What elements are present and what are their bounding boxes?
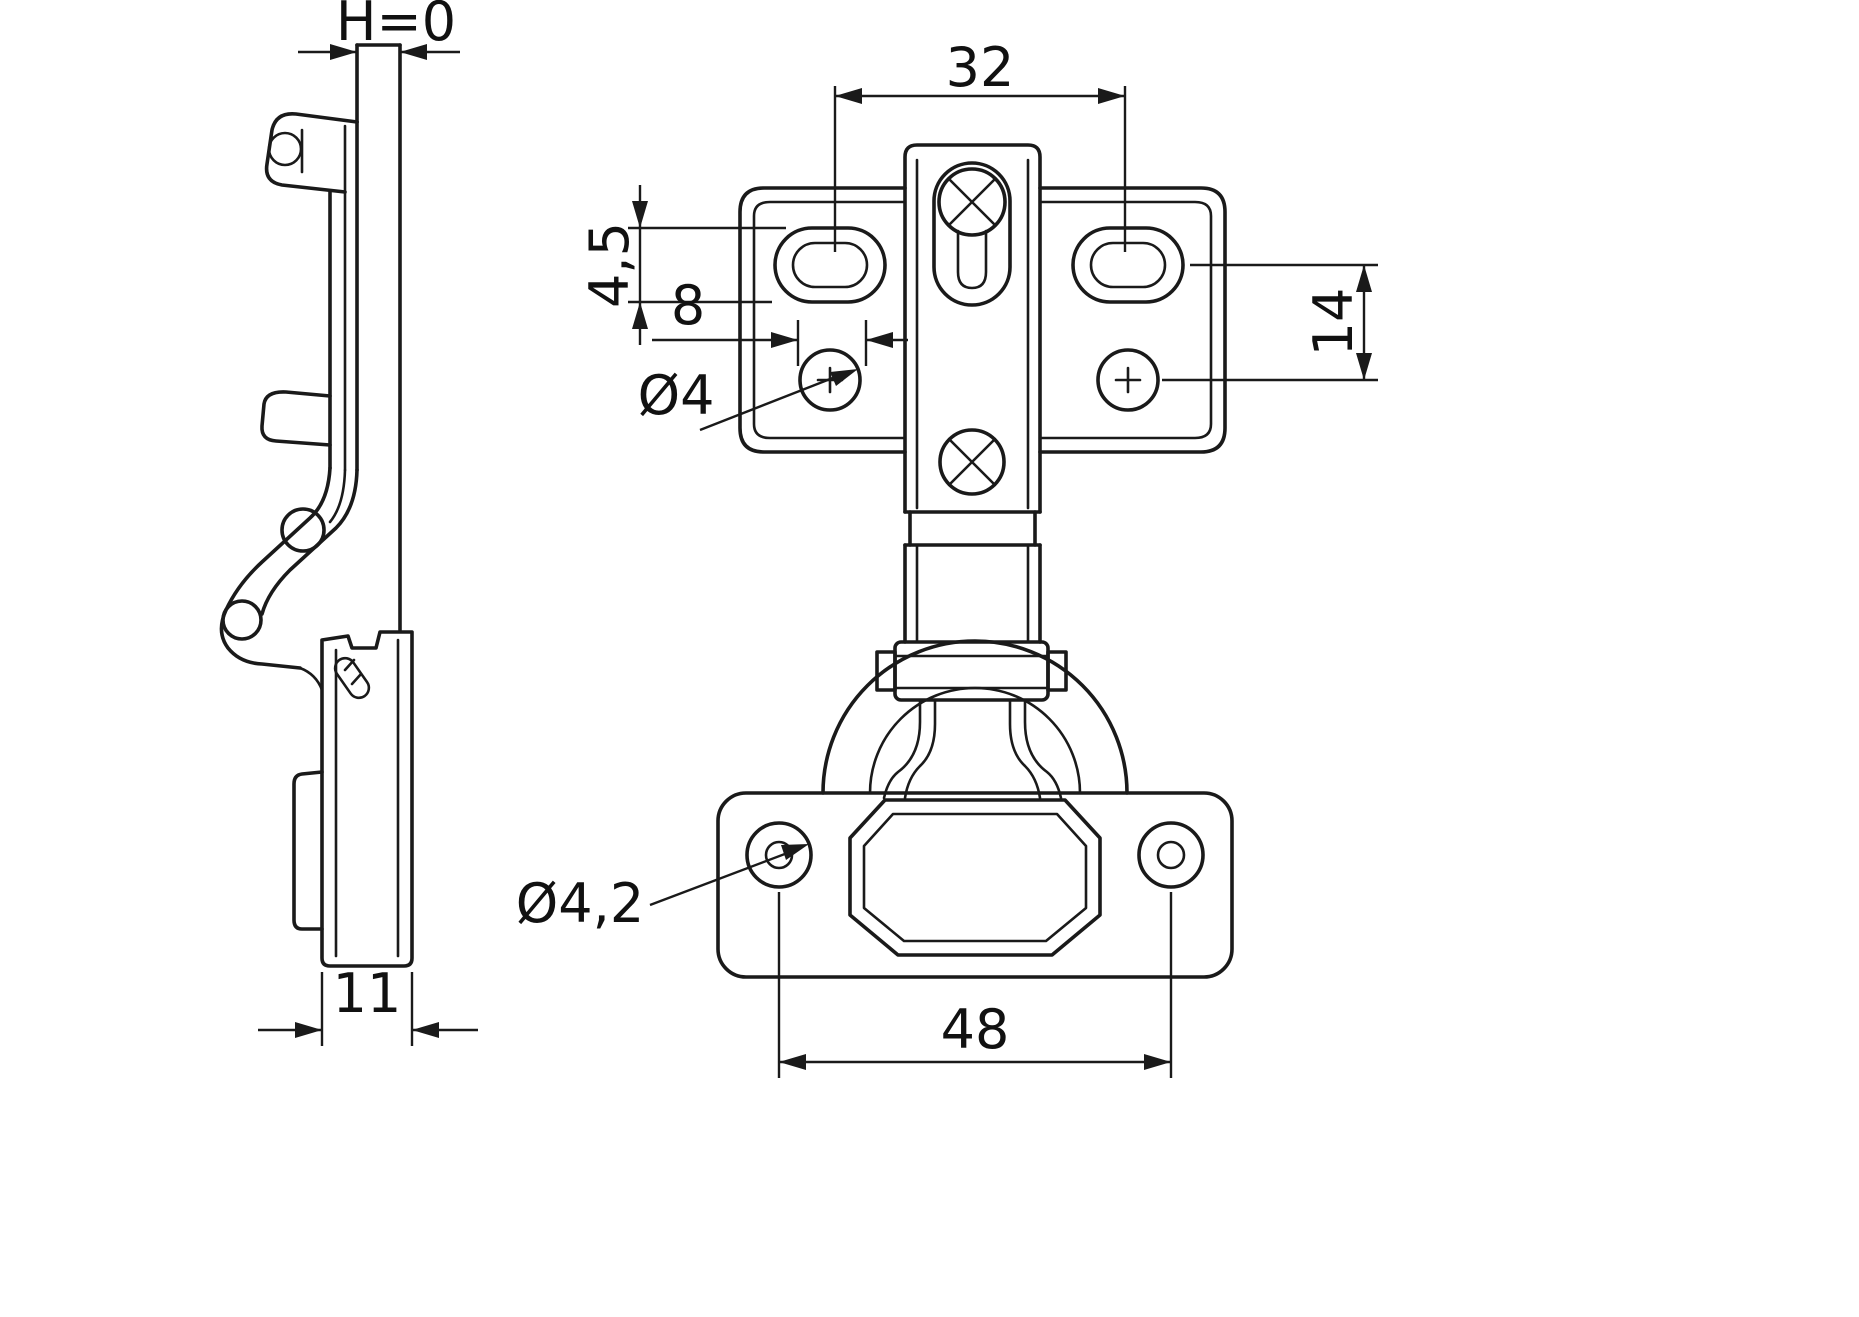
arm-column-inner-lines xyxy=(915,158,1030,510)
hole-diameter-leader xyxy=(699,370,849,432)
vertical-offset-arrow-bottom xyxy=(1356,353,1372,380)
plate-left-wing xyxy=(738,186,907,454)
screw-spacing-label: 32 xyxy=(946,36,1015,99)
arm-to-cup-link xyxy=(298,666,324,692)
callout-hole-diameter: Ø4 xyxy=(638,364,858,432)
pivot-rivet-upper xyxy=(280,507,326,553)
left-slot-outer xyxy=(773,226,887,304)
hole-diameter-arrow xyxy=(830,369,858,386)
slot-offset-arrow-left xyxy=(771,332,798,348)
vertical-offset-label: 14 xyxy=(1302,288,1365,357)
cup-width-arrow-left xyxy=(295,1022,322,1038)
arm-fold-line xyxy=(328,468,347,524)
slot-offset-arrow-right xyxy=(866,332,893,348)
upper-screw-head xyxy=(267,131,303,167)
vertical-offset-arrow-top xyxy=(1356,265,1372,292)
cup-outline xyxy=(320,630,414,968)
center-screw-shank xyxy=(956,229,988,290)
cup-hole-spacing-arrow-left xyxy=(779,1054,806,1070)
pivot-rivet-lower xyxy=(221,599,263,641)
flange-hole-right-inner xyxy=(1156,840,1186,870)
arm-inner-curve xyxy=(260,468,359,616)
knuckle-tab-left xyxy=(875,650,897,692)
arm-neck-sides xyxy=(908,510,1037,547)
callout-cup-hole-diameter: Ø4,2 xyxy=(516,844,809,935)
dome-inner-arc xyxy=(868,686,1082,795)
vertical-offset-ext-lines xyxy=(1162,263,1378,382)
lower-screw-head xyxy=(938,428,1006,496)
flange-hole-left-outer xyxy=(745,821,813,889)
dimension-cup-width: 11 xyxy=(258,962,478,1046)
cup-hole-spacing-label: 48 xyxy=(941,998,1010,1061)
slot-height-ext-lines xyxy=(628,226,786,304)
plate-right-inner xyxy=(1038,200,1213,440)
center-slot xyxy=(932,161,1012,307)
front-view: 32 4,5 8 Ø4 14 xyxy=(516,36,1378,1078)
slot-height-arrow-bottom xyxy=(632,302,648,329)
plate-left-inner xyxy=(752,200,907,440)
slot-height-label: 4,5 xyxy=(578,222,641,308)
side-view-geometry xyxy=(219,43,414,968)
arm-body-sides xyxy=(903,543,1042,644)
arm-flare-left xyxy=(882,698,922,800)
slot-height-arrow-top xyxy=(632,201,648,228)
hole-diameter-label: Ø4 xyxy=(638,364,715,427)
screw-spacing-arrow-left xyxy=(835,88,862,104)
lower-screw-cross-icon xyxy=(947,437,997,487)
center-screw-cross-icon xyxy=(947,177,997,227)
arm-flare-right xyxy=(1023,698,1063,800)
arm-flare-left-inner xyxy=(903,698,937,800)
flange-hole-right-outer xyxy=(1137,821,1205,889)
cup-flange-bump xyxy=(292,770,324,931)
cup-octagon-inner xyxy=(862,812,1088,943)
dimension-h-offset: H=0 xyxy=(298,0,460,60)
cup-hole-diameter-arrow xyxy=(781,844,809,860)
cup-hole-diameter-label: Ø4,2 xyxy=(516,872,644,935)
right-slot-inner xyxy=(1089,241,1167,289)
arm-column-outline xyxy=(903,143,1042,514)
center-screw-head xyxy=(937,167,1007,237)
arm-flare-right-inner xyxy=(1008,698,1042,800)
left-slot-inner xyxy=(791,241,869,289)
cup-hole-spacing-arrow-right xyxy=(1144,1054,1171,1070)
h-offset-arrow-right xyxy=(400,44,427,60)
dimension-cup-hole-spacing: 48 xyxy=(777,892,1173,1078)
front-view-geometry xyxy=(716,143,1234,979)
plate-hole-right xyxy=(1096,348,1160,412)
screw-spacing-ext-lines xyxy=(833,86,1127,252)
cup-hole-diameter-leader xyxy=(649,847,799,907)
cup-width-arrow-right xyxy=(412,1022,439,1038)
screw-spacing-arrow-right xyxy=(1098,88,1125,104)
cup-width-label: 11 xyxy=(333,962,402,1025)
cup-slot-hatch xyxy=(343,658,363,686)
cup-slant-slot xyxy=(333,656,371,700)
dimension-vertical-offset: 14 xyxy=(1162,263,1378,382)
h-offset-label: H=0 xyxy=(336,0,456,53)
arm-body-inner xyxy=(915,543,1030,644)
dimension-slot-height: 4,5 xyxy=(578,185,786,345)
cup-flange-outline xyxy=(716,791,1234,979)
upper-screw-lug xyxy=(264,112,359,194)
dimension-screw-spacing: 32 xyxy=(833,36,1127,252)
right-slot-outer xyxy=(1071,226,1185,304)
slot-offset-label: 8 xyxy=(671,274,705,337)
cup-hole-spacing-ext-lines xyxy=(777,892,1173,1078)
knuckle-inner-lines xyxy=(893,654,1050,690)
dome-outer-arc xyxy=(821,639,1129,795)
slot-offset-ext-lines xyxy=(796,320,868,366)
plate-hole-right-center-mark xyxy=(1114,366,1142,394)
plate-hole-left xyxy=(798,348,862,412)
plate-right-wing xyxy=(1038,186,1227,454)
lower-lug xyxy=(260,390,332,447)
cup-octagon-outer xyxy=(848,798,1102,957)
side-view: H=0 11 xyxy=(219,0,478,1046)
h-offset-arrow-left xyxy=(330,44,357,60)
dimension-slot-offset: 8 xyxy=(652,274,908,366)
cup-width-ext-lines xyxy=(320,972,414,1046)
